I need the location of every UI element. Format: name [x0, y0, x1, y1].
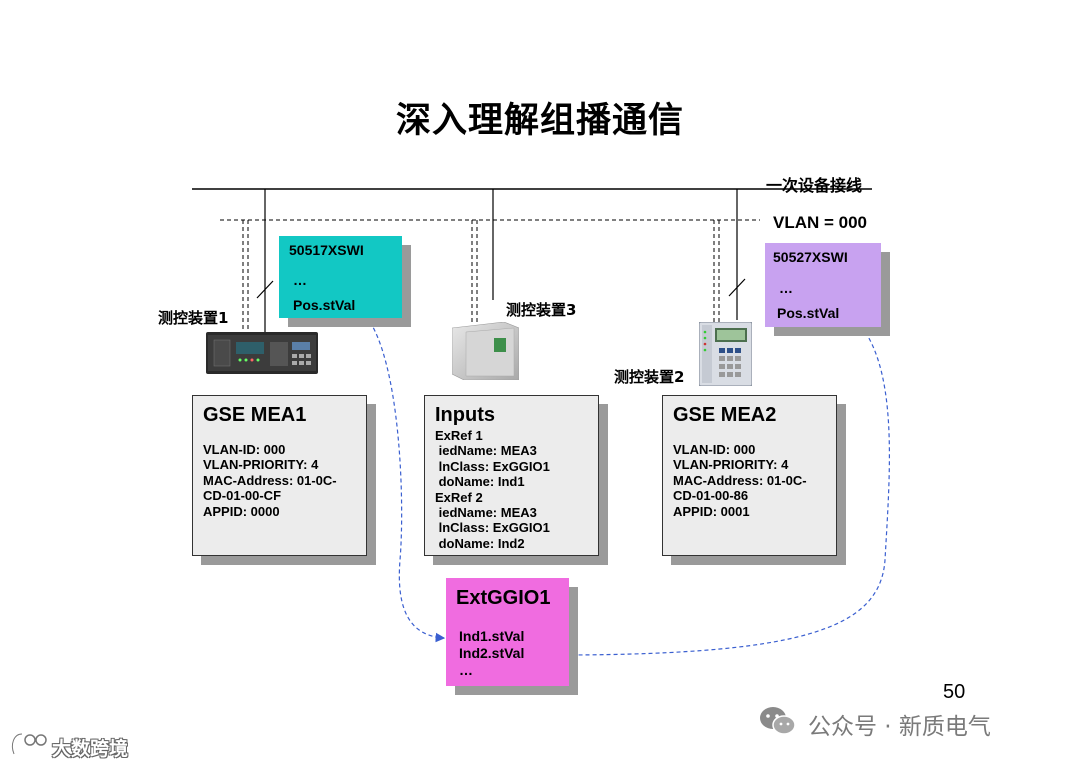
gse-mea1-title: GSE MEA1 — [203, 404, 307, 426]
gse-mea2-title: GSE MEA2 — [673, 404, 777, 426]
gse-mea2-line: CD-01-00-86 — [673, 488, 749, 504]
watermark-text: 大数跨境 — [52, 738, 129, 760]
extggio1-line: … — [459, 662, 473, 678]
device2-label: 测控装置2 — [614, 368, 685, 386]
inputs-line: ExRef 1 — [435, 428, 483, 443]
vlan-label: VLAN = 000 — [773, 213, 868, 232]
xswi-right-box: 50527XSWI … Pos.stVal — [765, 243, 881, 327]
gse-mea1-line: VLAN-PRIORITY: 4 — [203, 457, 319, 473]
inputs-line: doName: Ind2 — [435, 535, 525, 551]
inputs-line: lnClass: ExGGIO1 — [435, 458, 550, 474]
xswi-right-dots: … — [779, 280, 793, 296]
gse-mea1-lines: VLAN-ID: 000 VLAN-PRIORITY: 4 MAC-Addres… — [203, 442, 337, 519]
page-number: 50 — [943, 681, 966, 703]
extggio1-title: ExtGGIO1 — [456, 587, 551, 609]
gse-mea2-line: VLAN-ID: 000 — [673, 442, 756, 457]
gse-mea1-line: VLAN-ID: 000 — [203, 442, 286, 457]
device3-label: 测控装置3 — [506, 301, 577, 319]
relay-device-1-icon — [206, 332, 318, 374]
inputs-lines: ExRef 1 iedName: MEA3 lnClass: ExGGIO1 d… — [435, 428, 550, 551]
arrow-left — [365, 315, 446, 643]
inputs-line: iedName: MEA3 — [435, 505, 537, 521]
extggio1-lines: Ind1.stVal Ind2.stVal … — [459, 628, 524, 679]
xswi-left-box: 50517XSWI … Pos.stVal — [279, 236, 402, 318]
page-title: 深入理解组播通信 — [395, 101, 684, 141]
arrow-right — [539, 315, 890, 660]
extggio1-line: Ind2.stVal — [459, 645, 525, 661]
xswi-right-name: 50527XSWI — [773, 249, 848, 265]
wechat-icon — [758, 704, 798, 738]
xswi-left-attr: Pos.stVal — [293, 297, 356, 313]
watermark-logo-icon — [8, 730, 50, 758]
primary-bus-label: 一次设备接线 — [766, 176, 863, 195]
gse-mea1-line: MAC-Address: 01-0C- — [203, 472, 337, 488]
inputs-title: Inputs — [435, 404, 495, 426]
relay-device-3-icon — [451, 321, 520, 381]
gse-mea1-line: CD-01-00-CF — [203, 488, 282, 504]
xswi-right-attr: Pos.stVal — [777, 305, 840, 321]
inputs-box: Inputs ExRef 1 iedName: MEA3 lnClass: Ex… — [424, 395, 599, 556]
extggio1-box: ExtGGIO1 Ind1.stVal Ind2.stVal … — [446, 578, 569, 686]
gse-mea2-line: VLAN-PRIORITY: 4 — [673, 457, 789, 473]
gse-mea2-box: GSE MEA2 VLAN-ID: 000 VLAN-PRIORITY: 4 M… — [662, 395, 837, 556]
gse-mea2-line: APPID: 0001 — [673, 503, 750, 519]
inputs-line: iedName: MEA3 — [435, 443, 537, 459]
gse-mea1-box: GSE MEA1 VLAN-ID: 000 VLAN-PRIORITY: 4 M… — [192, 395, 367, 556]
gse-mea2-line: MAC-Address: 01-0C- — [673, 472, 807, 488]
inputs-line: ExRef 2 — [435, 489, 483, 505]
xswi-left-name: 50517XSWI — [289, 242, 364, 258]
inputs-line: lnClass: ExGGIO1 — [435, 520, 550, 536]
inputs-line: doName: Ind1 — [435, 474, 525, 490]
gse-mea1-line: APPID: 0000 — [203, 503, 280, 519]
extggio1-line: Ind1.stVal — [459, 628, 525, 644]
footer-brand: 公众号 · 新质电气 — [808, 714, 991, 740]
device1-label: 测控装置1 — [158, 309, 229, 327]
gse-mea2-lines: VLAN-ID: 000 VLAN-PRIORITY: 4 MAC-Addres… — [673, 442, 807, 519]
relay-device-2-icon — [698, 321, 753, 387]
xswi-left-dots: … — [293, 272, 307, 288]
